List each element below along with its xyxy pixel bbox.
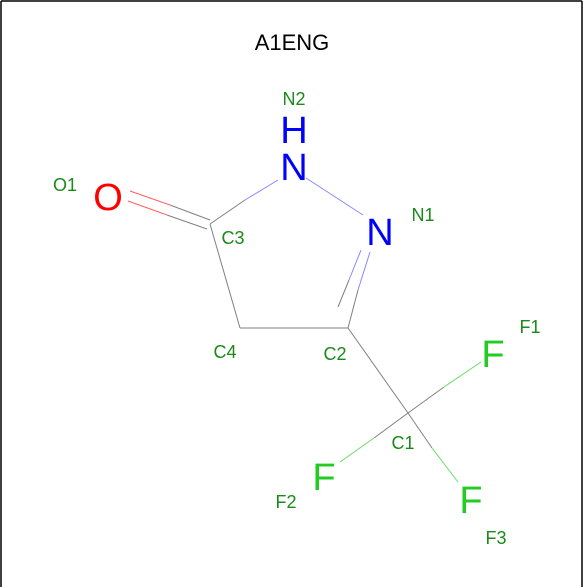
atom-symbol-f1: F: [481, 334, 504, 376]
atom-symbol-f2: F: [312, 457, 335, 499]
bond-c1-f2-fluorine: [339, 437, 375, 463]
bond-n1-c2-line-b-nitrogen: [348, 249, 362, 281]
atom-label-f3: F3: [485, 528, 506, 548]
bond-c1-f1-carbon: [407, 386, 445, 414]
atom-symbols: O H N N F F F: [93, 110, 504, 522]
atom-label-c1: C1: [391, 433, 414, 453]
atom-label-f1: F1: [519, 317, 540, 337]
atom-label-o1: O1: [53, 175, 77, 195]
bond-n2-n1: [305, 177, 364, 216]
bond-c3-n2-carbon: [209, 199, 246, 225]
atom-symbol-n2: N: [280, 147, 307, 189]
bond-c2-c1: [347, 327, 409, 414]
atom-symbol-n2-hydrogen: H: [280, 110, 307, 152]
bond-c3-o1-line-b-oxygen: [127, 200, 168, 216]
bond-n1-c2-line-a-nitrogen: [357, 251, 371, 291]
molecule-title: A1ENG: [255, 30, 330, 55]
atom-label-f2: F2: [275, 492, 296, 512]
bond-c1-f3-fluorine: [431, 447, 459, 483]
bond-n1-c2-line-b-carbon: [337, 279, 350, 308]
atom-labels: O1 N2 N1 C3 C4 C2 C1 F1 F2 F3: [53, 89, 541, 548]
bond-c3-o1-line-b-carbon: [166, 214, 208, 230]
atom-symbol-o1: O: [93, 177, 123, 219]
atom-label-n2: N2: [282, 89, 305, 109]
bonds: [127, 177, 482, 483]
atom-label-c4: C4: [213, 342, 236, 362]
atom-label-c2: C2: [323, 344, 346, 364]
bond-c3-o1-line-a-carbon: [169, 204, 211, 221]
bond-c3-o1-line-a-oxygen: [129, 190, 171, 206]
bond-n1-c2-line-a-carbon: [347, 289, 359, 329]
bond-c1-f1-fluorine: [443, 361, 482, 388]
atom-label-c3: C3: [221, 228, 244, 248]
bond-c1-f2-carbon: [373, 412, 409, 439]
bond-c3-n2-nitrogen: [244, 179, 279, 201]
atom-label-n1: N1: [411, 205, 434, 225]
bond-c4-c3: [209, 223, 241, 329]
atom-symbol-f3: F: [459, 480, 482, 522]
bond-c1-f3-carbon: [407, 412, 433, 449]
atom-symbol-n1: N: [366, 212, 393, 254]
